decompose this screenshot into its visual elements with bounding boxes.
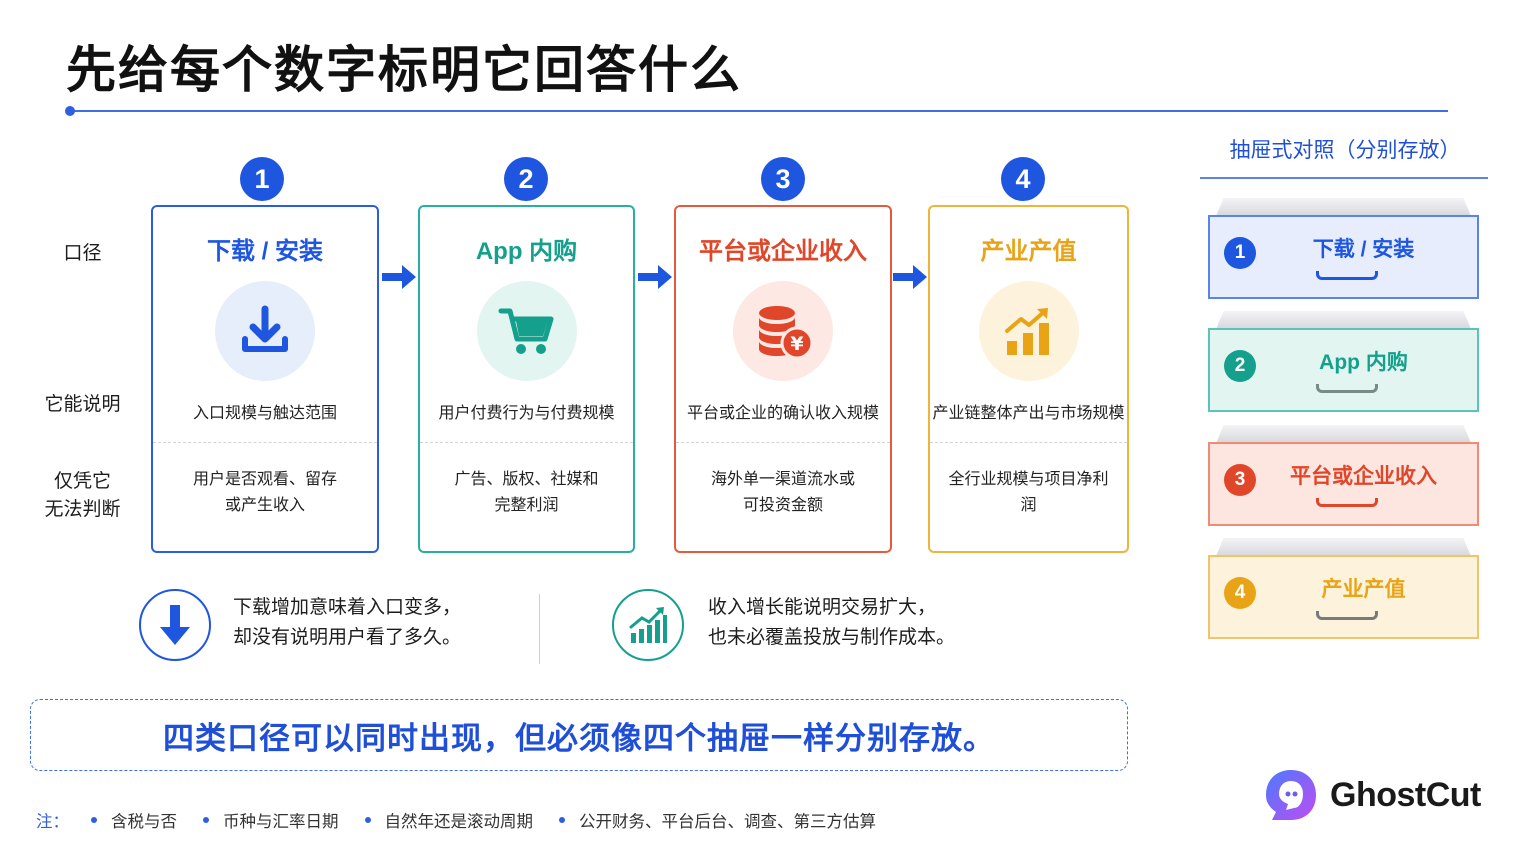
caliber-card-iap: App 内购 用户付费行为与付费规模 广告、版权、社媒和完整利润 bbox=[418, 205, 635, 553]
drawer-top bbox=[1216, 198, 1471, 216]
card-divider bbox=[930, 442, 1127, 443]
right-arrow-icon bbox=[382, 265, 416, 289]
drawer-handle bbox=[1316, 611, 1378, 620]
card-limit: 海外单一渠道流水或可投资金额 bbox=[676, 463, 890, 523]
drawer-iap: 2 App 内购 bbox=[1208, 328, 1479, 412]
footnote-item: 含税与否 bbox=[91, 808, 177, 832]
card-limit-line2: 可投资金额 bbox=[742, 497, 823, 514]
drawer-number: 2 bbox=[1224, 350, 1256, 382]
footnote-item-text: 公开财务、平台后台、调查、第三方估算 bbox=[579, 813, 876, 831]
footnote-item-text: 币种与汇率日期 bbox=[223, 813, 339, 831]
card-limit-line2: 或产生收入 bbox=[224, 497, 305, 514]
footnote-label: 注： bbox=[36, 813, 69, 831]
down-arrow-icon bbox=[139, 589, 211, 661]
right-arrow-icon bbox=[893, 265, 927, 289]
drawer-number: 3 bbox=[1224, 464, 1256, 496]
drawer-top bbox=[1216, 425, 1471, 443]
note-line1: 下载增加意味着入口变多， bbox=[233, 597, 462, 618]
row-label-caliber: 口径 bbox=[63, 243, 102, 264]
drawer-panel-title: 抽屉式对照（分别存放） bbox=[1229, 139, 1461, 162]
bullet-icon bbox=[559, 817, 565, 823]
download-icon bbox=[215, 281, 315, 381]
card-meaning: 入口规模与触达范围 bbox=[192, 405, 337, 422]
coin-stack-icon: ¥ bbox=[733, 281, 833, 381]
footnote-item: 自然年还是滚动周期 bbox=[364, 808, 534, 832]
drawer-top bbox=[1216, 538, 1471, 556]
cart-icon bbox=[476, 281, 577, 381]
footnote: 注： 含税与否 币种与汇率日期 自然年还是滚动周期 公开财务、平台后台、调查、第… bbox=[36, 808, 902, 832]
step-number-2: 2 bbox=[504, 157, 548, 201]
card-limit-line2: 完整利润 bbox=[494, 497, 559, 514]
card-meaning: 产业链整体产出与市场规模 bbox=[932, 405, 1125, 422]
card-title: 下载 / 安装 bbox=[206, 238, 323, 265]
footnote-item-text: 自然年还是滚动周期 bbox=[384, 813, 534, 831]
card-limit: 广告、版权、社媒和完整利润 bbox=[420, 463, 633, 523]
card-meaning: 用户付费行为与付费规模 bbox=[438, 405, 615, 422]
drawer-number: 4 bbox=[1224, 577, 1256, 609]
drawer-industry-output: 4 产业产值 bbox=[1208, 555, 1479, 639]
drawer-label: 产业产值 bbox=[1321, 578, 1406, 601]
card-divider bbox=[153, 442, 377, 443]
bullet-icon bbox=[91, 817, 97, 823]
drawer-label: 平台或企业收入 bbox=[1290, 465, 1437, 488]
drawer-downloads: 1 下载 / 安装 bbox=[1208, 215, 1479, 299]
key-message-banner: 四类口径可以同时出现，但必须像四个抽屉一样分别存放。 bbox=[30, 699, 1128, 771]
note-downloads: 下载增加意味着入口变多， 却没有说明用户看了多久。 bbox=[233, 593, 461, 653]
card-limit-line1: 全行业规模与项目净利润 bbox=[948, 471, 1109, 514]
step-number-1: 1 bbox=[240, 157, 284, 201]
caliber-card-revenue: 平台或企业收入 ¥ 平台或企业的确认收入规模 海外单一渠道流水或可投资金额 bbox=[674, 205, 892, 553]
note-line2: 却没有说明用户看了多久。 bbox=[233, 627, 462, 648]
title-underline bbox=[70, 110, 1448, 112]
drawer-handle bbox=[1316, 498, 1378, 507]
card-limit: 全行业规模与项目净利润 bbox=[930, 463, 1127, 523]
bullet-icon bbox=[203, 817, 209, 823]
note-line1: 收入增长能说明交易扩大， bbox=[708, 597, 937, 618]
card-meaning: 平台或企业的确认收入规模 bbox=[686, 405, 879, 422]
drawer-number: 1 bbox=[1224, 237, 1256, 269]
bullet-icon bbox=[364, 817, 371, 823]
footnote-item: 币种与汇率日期 bbox=[203, 808, 339, 832]
note-revenue: 收入增长能说明交易扩大， 也未必覆盖投放与制作成本。 bbox=[708, 593, 955, 653]
row-label-limit-line1: 仅凭它 bbox=[53, 471, 111, 492]
card-title: 平台或企业收入 bbox=[699, 238, 867, 265]
drawer-handle bbox=[1316, 384, 1378, 393]
card-limit-line1: 广告、版权、社媒和 bbox=[454, 471, 599, 488]
footnote-item-text: 含税与否 bbox=[111, 813, 177, 831]
drawer-revenue: 3 平台或企业收入 bbox=[1208, 442, 1479, 526]
ghost-logo-icon bbox=[1266, 770, 1316, 820]
drawer-panel-underline bbox=[1200, 177, 1488, 179]
growth-chart-icon bbox=[978, 281, 1079, 381]
bar-chart-icon bbox=[612, 589, 684, 661]
step-number-4: 4 bbox=[1001, 157, 1045, 201]
right-arrow-icon bbox=[638, 265, 672, 289]
card-limit-line1: 用户是否观看、留存 bbox=[192, 471, 337, 488]
card-limit-line1: 海外单一渠道流水或 bbox=[710, 471, 855, 488]
title-underline-dot bbox=[65, 106, 75, 116]
logo-text: GhostCut bbox=[1330, 775, 1481, 814]
drawer-top bbox=[1216, 311, 1471, 329]
step-number-3: 3 bbox=[761, 157, 805, 201]
caliber-card-industry-output: 产业产值 产业链整体产出与市场规模 全行业规模与项目净利润 bbox=[928, 205, 1129, 553]
page-title: 先给每个数字标明它回答什么 bbox=[66, 42, 742, 98]
footnote-item: 公开财务、平台后台、调查、第三方估算 bbox=[559, 808, 876, 832]
notes-divider bbox=[539, 594, 540, 664]
row-label-meaning: 它能说明 bbox=[44, 394, 121, 415]
card-title: 产业产值 bbox=[980, 238, 1077, 265]
svg-text:¥: ¥ bbox=[790, 333, 803, 355]
row-label-limit-line2: 无法判断 bbox=[44, 499, 121, 520]
card-title: App 内购 bbox=[475, 238, 578, 265]
note-line2: 也未必覆盖投放与制作成本。 bbox=[708, 627, 956, 648]
card-divider bbox=[420, 442, 633, 443]
card-divider bbox=[676, 442, 890, 443]
drawer-handle bbox=[1316, 271, 1378, 280]
drawer-label: App 内购 bbox=[1319, 351, 1408, 374]
row-label-limit: 仅凭它 无法判断 bbox=[30, 468, 135, 524]
drawer-label: 下载 / 安装 bbox=[1312, 238, 1415, 261]
caliber-card-downloads: 下载 / 安装 入口规模与触达范围 用户是否观看、留存或产生收入 bbox=[151, 205, 379, 553]
card-limit: 用户是否观看、留存或产生收入 bbox=[153, 463, 377, 523]
ghostcut-logo: GhostCut bbox=[1262, 766, 1481, 824]
